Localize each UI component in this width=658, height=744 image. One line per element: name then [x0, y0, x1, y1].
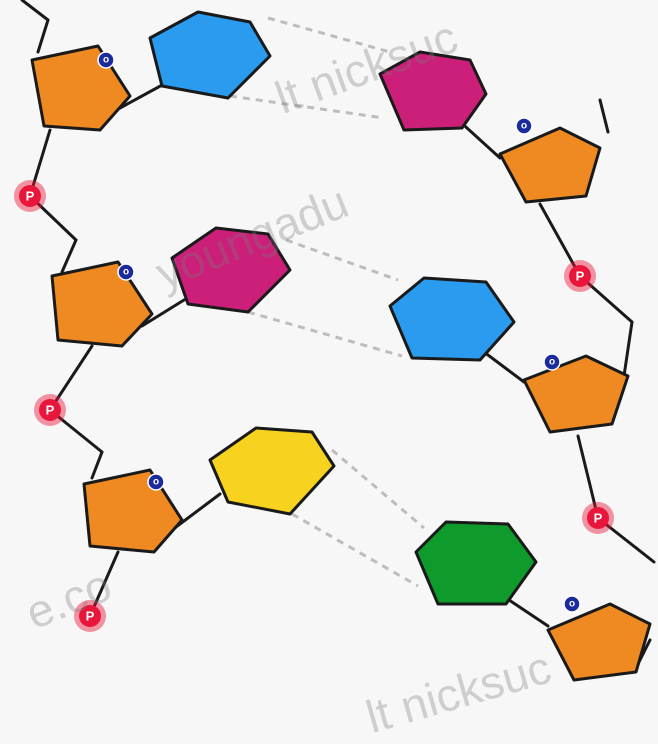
phosphate-left-3	[79, 605, 101, 627]
phosphate-left-1	[19, 185, 41, 207]
hbond-3b	[291, 512, 419, 588]
left-backbone-3	[60, 238, 78, 274]
oxygen-right-3	[563, 595, 581, 613]
oxygen-right-3-label: o	[569, 599, 575, 610]
sugar-left-1	[30, 44, 132, 132]
oxygen-right-1-label: o	[521, 121, 527, 132]
right-backbone-5	[596, 516, 656, 564]
oxygen-left-3	[147, 473, 165, 491]
base-left-3	[208, 426, 336, 516]
phosphate-left-3-label: P	[86, 609, 95, 624]
phosphate-right-2	[587, 507, 609, 529]
left-backbone-5	[48, 408, 104, 454]
left-backbone-4	[48, 344, 94, 412]
phosphate-left-2-label: P	[46, 403, 55, 418]
right-backbone-1	[538, 202, 582, 278]
left-backbone-7	[88, 550, 120, 618]
phosphate-right-1-label: P	[576, 269, 585, 284]
phosphate-left-2	[39, 399, 61, 421]
hbond-2b	[247, 310, 403, 358]
glyco-right-3	[504, 596, 550, 628]
oxygen-right-2-label: o	[549, 357, 555, 368]
left-backbone-6	[90, 450, 104, 480]
left-backbone-top	[20, 0, 50, 22]
sugar-right-3	[546, 602, 652, 682]
oxygen-right-1	[515, 117, 533, 135]
hbond-3a	[331, 448, 425, 530]
oxygen-left-1-label: o	[103, 55, 109, 66]
sugar-left-2	[50, 260, 154, 348]
base-right-1	[378, 50, 488, 132]
oxygen-left-2	[117, 263, 135, 281]
hbond-1a	[267, 16, 391, 54]
right-backbone-4	[576, 434, 600, 520]
right-backbone-top	[598, 98, 610, 134]
oxygen-left-1	[97, 51, 115, 69]
glyco-left-2	[140, 298, 186, 328]
phosphate-left-1-label: P	[26, 189, 35, 204]
oxygen-right-2	[543, 353, 561, 371]
sugar-right-2	[522, 354, 630, 434]
base-right-2	[388, 276, 516, 362]
left-backbone-1	[28, 128, 52, 198]
base-right-3	[414, 520, 538, 606]
oxygen-left-3-label: o	[153, 477, 159, 488]
base-left-1	[148, 10, 272, 100]
oxygen-left-2-label: o	[123, 267, 129, 278]
glyco-left-1	[118, 82, 166, 110]
right-backbone-3	[622, 320, 634, 378]
hbond-1b	[229, 94, 385, 120]
sugar-left-3	[82, 468, 184, 554]
phosphate-right-1	[569, 265, 591, 287]
left-backbone-top-2	[36, 18, 50, 54]
sugar-right-1	[498, 126, 602, 204]
base-left-2	[170, 226, 292, 314]
phosphate-right-2-label: P	[594, 511, 603, 526]
hbond-2a	[285, 238, 399, 282]
right-backbone-2	[578, 274, 634, 324]
